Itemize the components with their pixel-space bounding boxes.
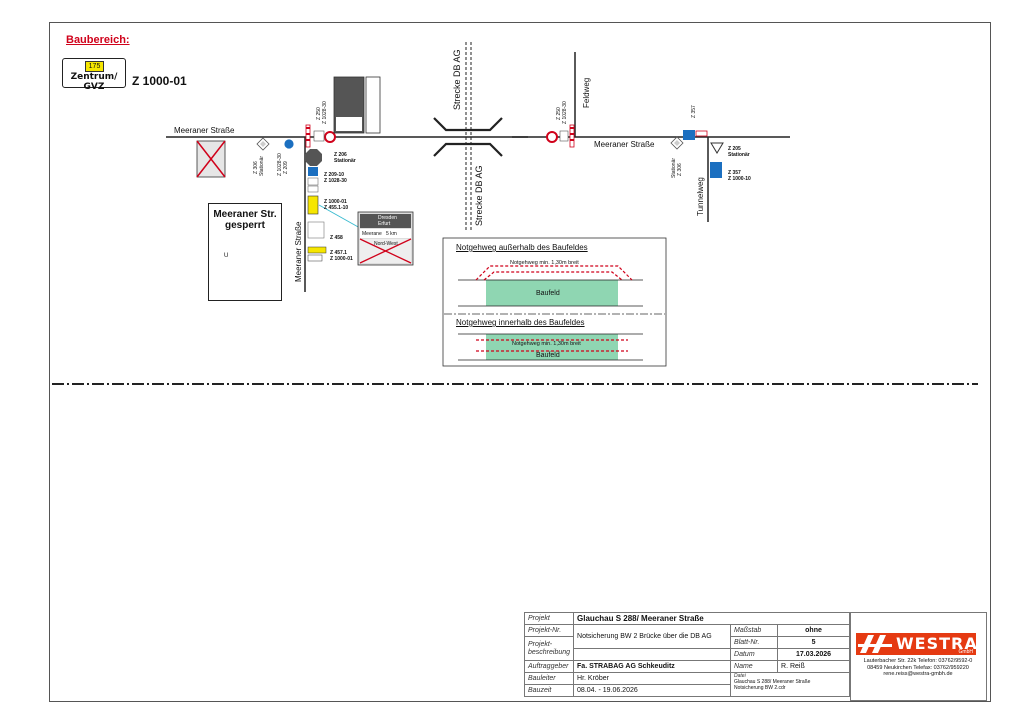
company-name: WESTRA bbox=[896, 634, 978, 653]
street-strecke-top: Strecke DB AG bbox=[452, 49, 462, 110]
title-block: Projekt Glauchau S 288/ Meeraner Straße … bbox=[523, 612, 985, 699]
street-meeraner-vertical: Meeraner Straße bbox=[294, 221, 303, 282]
label-z306-right: Z 306 bbox=[677, 163, 683, 176]
tb-datum-label: Datum bbox=[730, 648, 779, 661]
dir-sign-line1: Dresden bbox=[378, 215, 397, 221]
street-meeraner-left: Meeraner Straße bbox=[174, 126, 235, 135]
tb-datei-value1: Glauchau S 288/ Meeraner Straße bbox=[734, 679, 811, 685]
street-strecke-bottom: Strecke DB AG bbox=[474, 165, 484, 226]
closure-box: Meeraner Str. gesperrt bbox=[208, 203, 282, 301]
company-addr2: 08459 Neukirchen Telefax: 03762/959220 bbox=[867, 664, 969, 671]
company-block bbox=[850, 612, 987, 701]
label-z1028-mid: Z 1028-30 bbox=[324, 178, 347, 184]
label-z206: Z 206 bbox=[334, 152, 347, 158]
drawing-sheet bbox=[49, 22, 991, 702]
tb-projekt-nr-label: Projekt-Nr. bbox=[523, 624, 575, 637]
tb-massstab-label: Maßstab bbox=[730, 624, 779, 637]
label-z458: Z 458 bbox=[330, 235, 343, 241]
closure-u-label: U bbox=[224, 253, 229, 259]
tb-bauleiter-label: Bauleiter bbox=[523, 672, 575, 685]
tb-beschreibung-value: Notsicherung BW 2 Brücke über die DB AG bbox=[573, 624, 732, 649]
tb-projekt-label: Projekt bbox=[523, 612, 575, 625]
street-meeraner-right: Meeraner Straße bbox=[594, 140, 655, 149]
company-email: rene.reiss@westra-gmbh.de bbox=[883, 671, 953, 677]
zone-sign-text: Zentrum/ GVZ bbox=[70, 72, 118, 92]
route-number-badge: 175 bbox=[85, 61, 104, 72]
dir-sign-line2: Erfurt bbox=[378, 221, 391, 227]
dir-sign-line3b: 5 km bbox=[386, 231, 397, 237]
tb-datum-value: 17.03.2026 bbox=[777, 648, 850, 661]
label-z205: Z 205 bbox=[728, 146, 741, 152]
dir-sign-line3: Meerane bbox=[362, 231, 382, 237]
label-stationaer-306-left: Stationär bbox=[259, 155, 265, 176]
tb-auftraggeber-value: Fa. STRABAG AG Schkeuditz bbox=[573, 660, 732, 673]
tb-auftraggeber-label: Auftraggeber bbox=[523, 660, 575, 673]
logo-mark-icon bbox=[858, 635, 892, 653]
tb-name-label: Name bbox=[730, 660, 779, 673]
tb-name-value: R. Reiß bbox=[777, 660, 850, 673]
label-z1000-01b: Z 1000-01 bbox=[330, 256, 353, 262]
notgehweg-outside-title: Notgehweg außerhalb des Baufeldes bbox=[456, 243, 588, 252]
company-address: Lauterbacher Str. 22k Telefon: 03762/959… bbox=[853, 658, 983, 678]
tb-massstab-value: ohne bbox=[777, 624, 850, 637]
street-tunnelweg: Tunnelweg bbox=[696, 177, 705, 216]
tb-bauleiter-value: Hr. Kröber bbox=[573, 672, 732, 685]
label-z457: Z 457.1 bbox=[330, 250, 347, 256]
tb-beschreibung-label: Projekt-beschreibung bbox=[523, 636, 575, 661]
label-z357-b: Z 357 bbox=[728, 170, 741, 176]
label-z455: Z 455.1-10 bbox=[324, 205, 349, 211]
notgehweg-inside-title: Notgehweg innerhalb des Baufeldes bbox=[456, 318, 585, 327]
zone-sign: 175 Zentrum/ GVZ bbox=[62, 58, 126, 92]
label-z209-left: Z 209 bbox=[283, 161, 289, 174]
area-title: Baubereich: bbox=[66, 34, 130, 46]
dir-sign-line4: Nord-West bbox=[374, 241, 398, 247]
company-sub: GmbH bbox=[958, 649, 973, 655]
label-z1028-30-left: Z 1028-30 bbox=[277, 153, 283, 176]
tb-bauzeit-value: 08.04. - 19.06.2026 bbox=[573, 684, 732, 697]
tb-bauzeit-label: Bauzeit bbox=[523, 684, 575, 697]
tb-datei-value2: Notsicherung BW 2.cdr bbox=[734, 685, 786, 691]
company-logo: WESTRA GmbH bbox=[856, 633, 978, 655]
label-z1000-01: Z 1000-01 bbox=[324, 199, 347, 205]
label-z209: Z 209-10 bbox=[324, 172, 345, 178]
street-feldweg: Feldweg bbox=[582, 77, 591, 108]
company-addr1: Lauterbacher Str. 22k Telefon: 03762/959… bbox=[863, 658, 973, 664]
tb-datei-label: Datei bbox=[734, 673, 746, 679]
notgehweg-inside-min: Notgehweg min. 1,30m breit bbox=[512, 341, 581, 347]
tb-blatt-label: Blatt-Nr. bbox=[730, 636, 779, 649]
label-stationaer-206: Stationär bbox=[334, 158, 356, 164]
notgehweg-inside-baufeld: Baufeld bbox=[536, 352, 560, 359]
zone-sign-code: Z 1000-01 bbox=[132, 74, 187, 88]
notgehweg-outside-baufeld: Baufeld bbox=[536, 290, 560, 297]
closure-title: Meeraner Str. gesperrt bbox=[213, 209, 277, 231]
tb-projekt-value: Glauchau S 288/ Meeraner Straße bbox=[573, 612, 850, 625]
label-z357-top: Z 357 bbox=[691, 105, 697, 118]
label-z1000-10: Z 1000-10 bbox=[728, 176, 751, 182]
label-z1028-right: Z 1028-30 bbox=[562, 101, 568, 124]
notgehweg-outside-min: Notgehweg min. 1,30m breit bbox=[510, 260, 579, 266]
label-z1028-left: Z 1028-30 bbox=[322, 101, 328, 124]
label-stationaer-205: Stationär bbox=[728, 152, 750, 158]
label-stationaer-306-right: Stationär bbox=[671, 157, 677, 178]
tb-blatt-value: 5 bbox=[777, 636, 850, 649]
